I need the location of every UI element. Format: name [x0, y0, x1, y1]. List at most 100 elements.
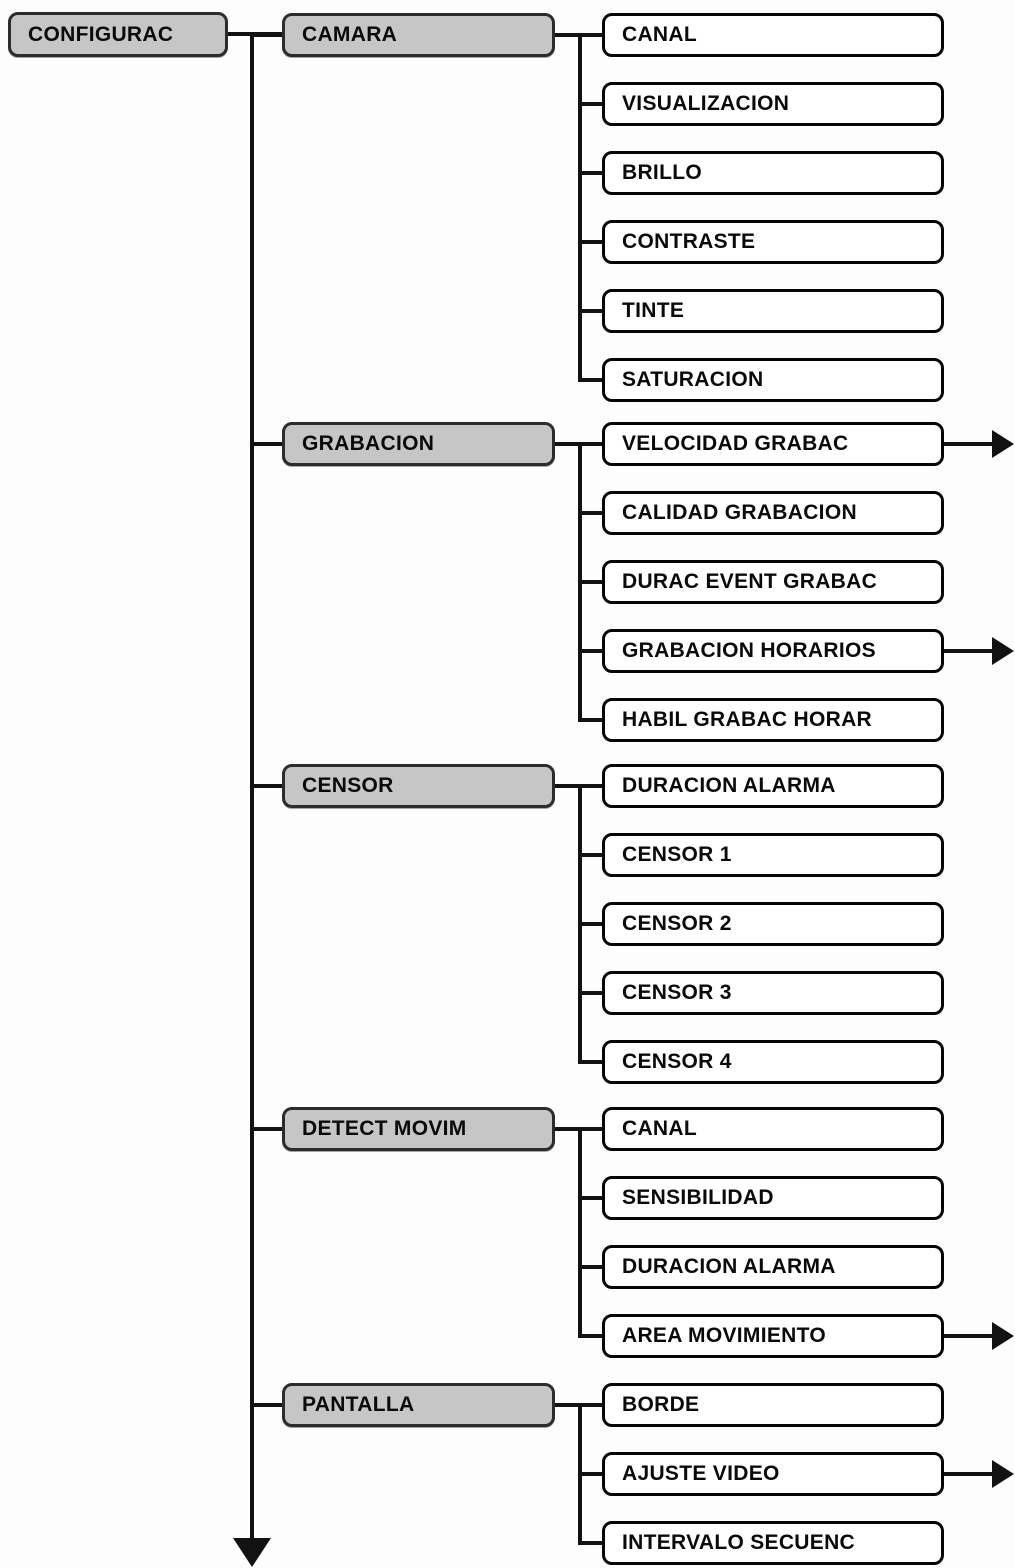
- node-camara-visualizacion: VISUALIZACION: [602, 82, 944, 126]
- arrow-right-icon: [992, 637, 1014, 665]
- node-label: CENSOR 3: [622, 981, 732, 1004]
- node-camara-canal: CANAL: [602, 13, 944, 57]
- node-detect-movim-sensibilidad: SENSIBILIDAD: [602, 1176, 944, 1220]
- node-label: BRILLO: [622, 161, 702, 184]
- node-label: CENSOR: [302, 774, 394, 797]
- node-label: DURACION ALARMA: [622, 1255, 836, 1278]
- connector-line: [578, 378, 602, 382]
- node-label: HABIL GRABAC HORAR: [622, 708, 873, 731]
- submenu-arrow-shaft: [944, 1334, 994, 1338]
- node-label: CANAL: [622, 1117, 697, 1140]
- connector-line: [250, 1127, 282, 1131]
- connector-line: [578, 718, 602, 722]
- connector-line: [578, 33, 602, 37]
- connector-line: [578, 784, 602, 788]
- node-label: CENSOR 2: [622, 912, 732, 935]
- node-label: CANAL: [622, 23, 697, 46]
- node-pantalla: PANTALLA: [282, 1383, 555, 1427]
- node-label: BORDE: [622, 1393, 700, 1416]
- node-label: CENSOR 4: [622, 1050, 732, 1073]
- node-camara-brillo: BRILLO: [602, 151, 944, 195]
- connector-line: [250, 442, 282, 446]
- node-detect-movim-area-movimiento: AREA MOVIMIENTO: [602, 1314, 944, 1358]
- node-censor-censor-3: CENSOR 3: [602, 971, 944, 1015]
- node-pantalla-ajuste-video: AJUSTE VIDEO: [602, 1452, 944, 1496]
- node-label: CALIDAD GRABACION: [622, 501, 857, 524]
- node-label: AREA MOVIMIENTO: [622, 1324, 827, 1347]
- node-label: CENSOR 1: [622, 843, 732, 866]
- connector-line: [555, 784, 582, 788]
- node-camara-saturacion: SATURACION: [602, 358, 944, 402]
- connector-line: [578, 1403, 602, 1407]
- connector-line: [578, 1541, 602, 1545]
- node-label: PANTALLA: [302, 1393, 415, 1416]
- node-detect-movim-duracion-alarma: DURACION ALARMA: [602, 1245, 944, 1289]
- connector-line: [578, 511, 602, 515]
- node-configurac: CONFIGURAC: [8, 12, 228, 57]
- connector-line: [250, 33, 282, 37]
- node-label: DETECT MOVIM: [302, 1117, 467, 1140]
- connector-line: [578, 922, 602, 926]
- arrow-right-icon: [992, 430, 1014, 458]
- node-label: SENSIBILIDAD: [622, 1186, 774, 1209]
- submenu-arrow-shaft: [944, 649, 994, 653]
- node-label: CAMARA: [302, 23, 398, 46]
- connector-line: [578, 1127, 602, 1131]
- connector-line: [578, 1196, 602, 1200]
- node-camara: CAMARA: [282, 13, 555, 57]
- connector-line: [578, 102, 602, 106]
- arrow-right-icon: [992, 1322, 1014, 1350]
- connector-line: [578, 853, 602, 857]
- node-label: AJUSTE VIDEO: [622, 1462, 780, 1485]
- connector-line: [578, 309, 602, 313]
- connector-line: [555, 33, 582, 37]
- connector-line: [578, 580, 602, 584]
- node-label: VISUALIZACION: [622, 92, 790, 115]
- node-grabacion-calidad-grabacion: CALIDAD GRABACION: [602, 491, 944, 535]
- connector-line: [578, 649, 602, 653]
- node-label: GRABACION: [302, 432, 435, 455]
- submenu-arrow-shaft: [944, 1472, 994, 1476]
- node-censor-censor-2: CENSOR 2: [602, 902, 944, 946]
- node-pantalla-borde: BORDE: [602, 1383, 944, 1427]
- connector-line: [578, 442, 602, 446]
- node-label: VELOCIDAD GRABAC: [622, 432, 849, 455]
- node-label: TINTE: [622, 299, 685, 322]
- node-pantalla-intervalo-secuenc: INTERVALO SECUENC: [602, 1521, 944, 1565]
- node-grabacion-grabacion-horarios: GRABACION HORARIOS: [602, 629, 944, 673]
- connector-line: [250, 1403, 282, 1407]
- branch-line: [578, 33, 582, 382]
- node-label: SATURACION: [622, 368, 764, 391]
- arrow-right-icon: [992, 1460, 1014, 1488]
- connector-line: [578, 991, 602, 995]
- node-censor-censor-1: CENSOR 1: [602, 833, 944, 877]
- node-grabacion-habil-grabac-horar: HABIL GRABAC HORAR: [602, 698, 944, 742]
- connector-line: [555, 1127, 582, 1131]
- connector-line: [555, 442, 582, 446]
- node-grabacion-velocidad-grabac: VELOCIDAD GRABAC: [602, 422, 944, 466]
- connector-line: [250, 784, 282, 788]
- connector-line: [578, 240, 602, 244]
- submenu-arrow-shaft: [944, 442, 994, 446]
- node-label: GRABACION HORARIOS: [622, 639, 876, 662]
- connector-line: [578, 1472, 602, 1476]
- node-label: INTERVALO SECUENC: [622, 1531, 856, 1554]
- connector-line: [555, 1403, 582, 1407]
- connector-line: [578, 1060, 602, 1064]
- node-censor-censor-4: CENSOR 4: [602, 1040, 944, 1084]
- branch-line: [578, 1127, 582, 1338]
- node-grabacion-durac-event-grabac: DURAC EVENT GRABAC: [602, 560, 944, 604]
- node-censor-duracion-alarma: DURACION ALARMA: [602, 764, 944, 808]
- arrow-down-icon: [233, 1538, 271, 1567]
- node-grabacion: GRABACION: [282, 422, 555, 466]
- node-camara-tinte: TINTE: [602, 289, 944, 333]
- node-label: CONFIGURAC: [28, 22, 174, 46]
- node-detect-movim: DETECT MOVIM: [282, 1107, 555, 1151]
- node-detect-movim-canal: CANAL: [602, 1107, 944, 1151]
- connector-line: [578, 171, 602, 175]
- node-camara-contraste: CONTRASTE: [602, 220, 944, 264]
- node-censor: CENSOR: [282, 764, 555, 808]
- node-label: CONTRASTE: [622, 230, 756, 253]
- connector-line: [578, 1334, 602, 1338]
